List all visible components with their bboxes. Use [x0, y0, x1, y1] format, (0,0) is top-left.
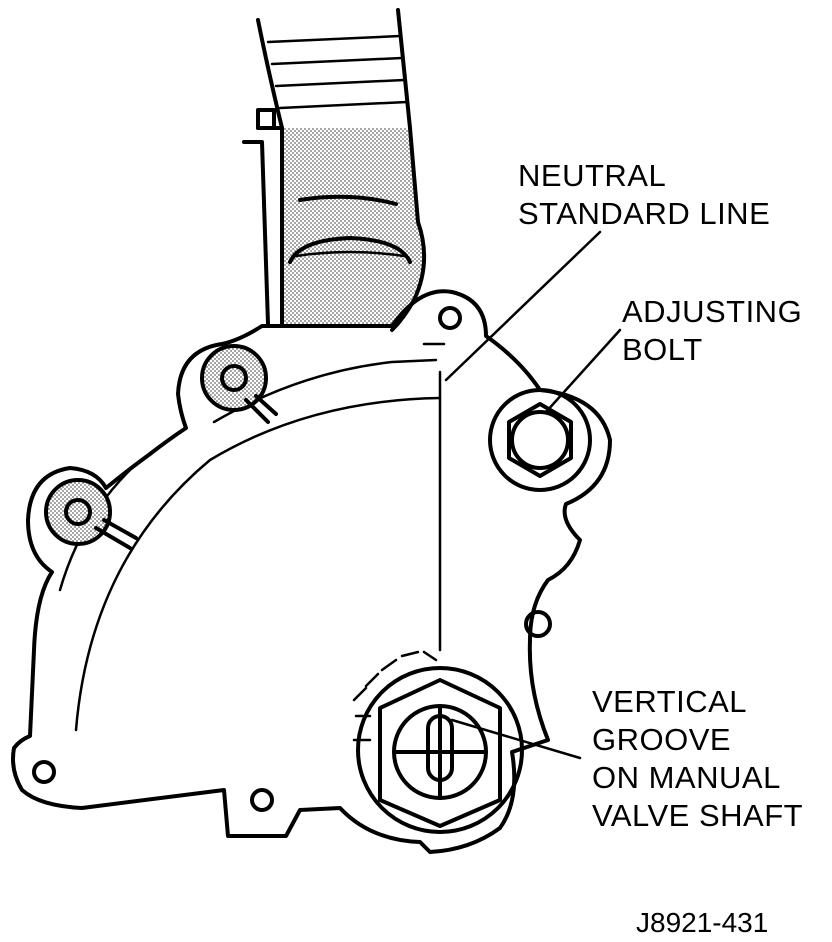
leader-adjusting-bolt [544, 328, 622, 414]
mounting-hole-bottom [250, 788, 274, 812]
neutral-line [422, 342, 446, 652]
connector-body [242, 108, 427, 332]
mounting-hole-right [524, 610, 552, 638]
label-adjusting-1: ADJUSTING [622, 294, 802, 329]
manual-valve-shaft [352, 650, 524, 834]
adjusting-bolt [488, 388, 592, 492]
leader-vertical-groove [450, 718, 582, 760]
mounting-hole-top [438, 306, 462, 330]
label-neutral-1: NEUTRAL [518, 158, 666, 193]
leader-neutral [444, 230, 602, 382]
screw-boss-lower [44, 478, 138, 550]
figure-id: J8921-431 [636, 907, 768, 938]
wire-harness [256, 8, 412, 130]
label-groove-4: VALVE SHAFT [592, 798, 803, 833]
mounting-hole-left-bottom [32, 760, 56, 784]
scale-arc [74, 396, 442, 732]
label-groove-3: ON MANUAL [592, 760, 781, 795]
screw-boss-upper [200, 344, 278, 424]
label-groove-2: GROOVE [592, 722, 731, 757]
label-adjusting-2: BOLT [622, 332, 703, 367]
label-neutral-2: STANDARD LINE [518, 196, 770, 231]
label-groove-1: VERTICAL [592, 684, 747, 719]
